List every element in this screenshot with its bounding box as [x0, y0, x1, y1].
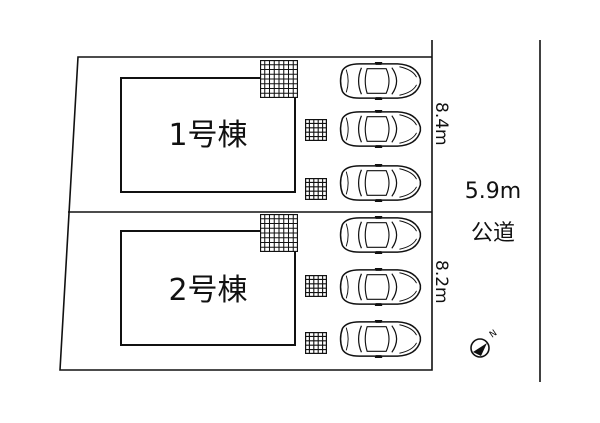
- lot-1-equipment-grid: [260, 60, 298, 98]
- lot-1-frontage-label: 8.4m: [431, 102, 451, 146]
- lot-2-equipment-grid: [260, 214, 298, 252]
- site-outline: [59, 40, 433, 371]
- building-2-label: 2号棟: [168, 273, 247, 308]
- road-name-label: 公道: [471, 221, 515, 246]
- lot-2: 2号棟: [120, 214, 422, 358]
- lot-2-meter-box-2: [305, 332, 327, 354]
- lot-1-meter-box-2: [305, 178, 327, 200]
- lot-1: 1号棟: [120, 60, 422, 202]
- lot-2-car-1: [339, 216, 422, 254]
- lot-1-car-3: [339, 164, 422, 202]
- lot-2-car-3: [339, 320, 422, 358]
- building-1-label: 1号棟: [168, 118, 247, 153]
- lot-1-car-1: [339, 62, 422, 100]
- lot-2-car-2: [339, 268, 422, 306]
- lot-2-meter-box-1: [305, 275, 327, 297]
- north-letter: N: [488, 328, 499, 340]
- lot-2-frontage-label: 8.2m: [431, 260, 451, 304]
- site-boundary: [59, 40, 433, 371]
- road-width-label: 5.9m: [465, 179, 521, 204]
- lot-1-meter-box-1: [305, 119, 327, 141]
- north-arrow-icon: N: [470, 328, 499, 358]
- lot-1-car-2: [339, 110, 422, 148]
